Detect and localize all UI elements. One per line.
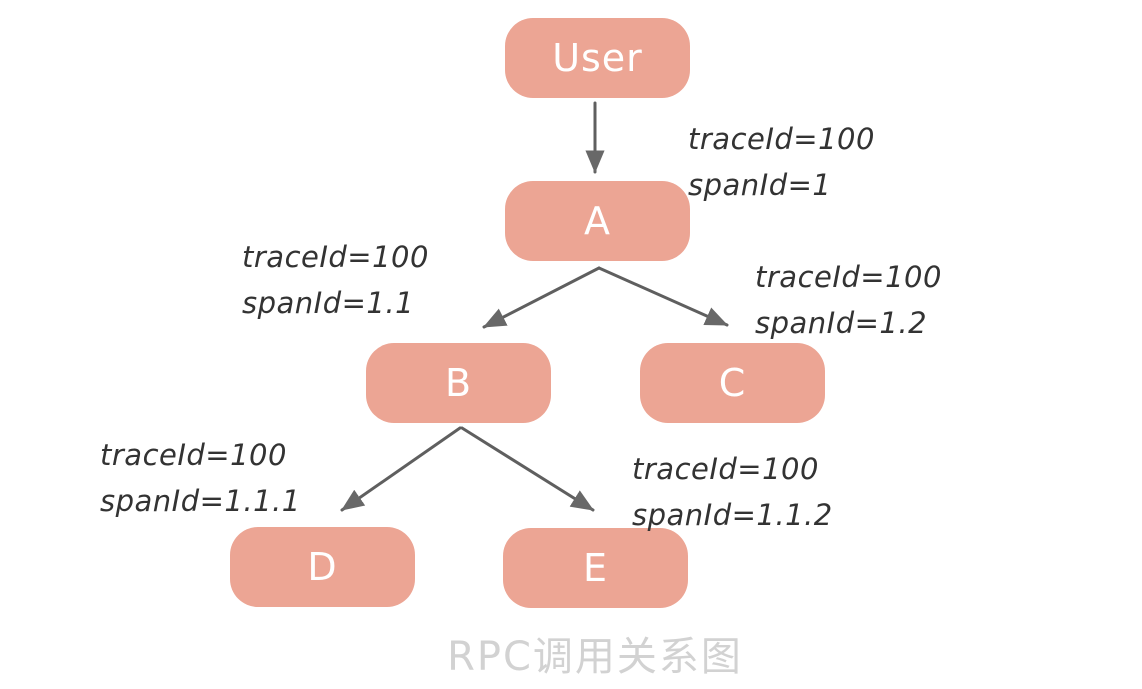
diagram-caption: RPC调用关系图 xyxy=(447,634,743,680)
node-c: C xyxy=(640,343,825,423)
node-d: D xyxy=(230,527,415,607)
edge-label-spanid: spanId=1.1 xyxy=(242,286,415,320)
edge-label-b-d: traceId=100 spanId=1.1.1 xyxy=(100,432,301,524)
arrow-b-to-e xyxy=(460,426,595,512)
edge-label-traceid: traceId=100 xyxy=(632,452,819,486)
edge-label-b-e: traceId=100 spanId=1.1.2 xyxy=(632,446,833,538)
edge-label-traceid: traceId=100 xyxy=(755,260,942,294)
edge-label-traceid: traceId=100 xyxy=(100,438,287,472)
edge-label-traceid: traceId=100 xyxy=(242,240,429,274)
edge-label-spanid: spanId=1 xyxy=(688,168,832,202)
node-user: User xyxy=(505,18,690,98)
edge-label-spanid: spanId=1.2 xyxy=(755,306,928,340)
node-e: E xyxy=(503,528,688,608)
node-b: B xyxy=(366,343,551,423)
node-a: A xyxy=(505,181,690,261)
edge-label-a-b: traceId=100 spanId=1.1 xyxy=(242,234,429,326)
arrow-b-to-d xyxy=(340,426,462,512)
edge-label-a-c: traceId=100 spanId=1.2 xyxy=(755,254,942,346)
edge-label-traceid: traceId=100 xyxy=(688,122,875,156)
edge-label-spanid: spanId=1.1.2 xyxy=(632,498,833,532)
arrow-a-to-c xyxy=(597,266,729,327)
arrow-a-to-b xyxy=(482,266,601,329)
edge-label-spanid: spanId=1.1.1 xyxy=(100,484,301,518)
edge-label-user-a: traceId=100 spanId=1 xyxy=(688,116,875,208)
